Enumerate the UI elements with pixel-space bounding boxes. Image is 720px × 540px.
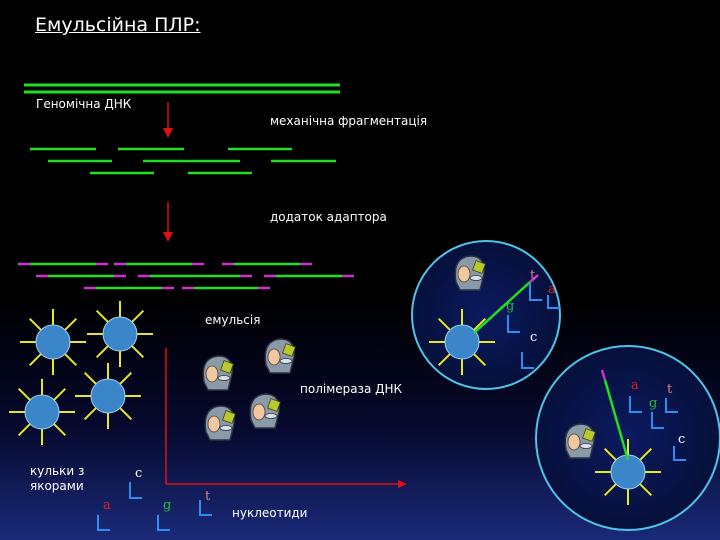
bottom-nucleotide-t: t xyxy=(667,382,673,397)
anchor-beads xyxy=(9,301,661,505)
emulsion-label: емульсія xyxy=(205,313,261,327)
bead-bound-dna-bottom xyxy=(600,369,630,461)
genomic-dna xyxy=(24,83,340,94)
top-nucleotide-c: c xyxy=(530,330,538,345)
polymerase-icon xyxy=(204,405,236,441)
legend-nucleotide-g: g xyxy=(163,498,172,513)
bottom-nucleotide-a: a xyxy=(631,378,639,393)
nucleotide-stems xyxy=(97,283,686,531)
polymerase-icon xyxy=(264,338,296,374)
anchor-bead xyxy=(87,301,153,367)
legend-nucleotide-t: t xyxy=(205,489,211,504)
emulsion-droplet-bottom xyxy=(535,345,720,531)
adapter-label: додаток адаптора xyxy=(270,210,387,224)
polymerase-label: полімераза ДНК xyxy=(300,382,403,396)
nucleotide-axes xyxy=(165,348,407,488)
polymerase-icon xyxy=(564,423,596,459)
polymerase-icon xyxy=(202,355,234,391)
polymerase-icon xyxy=(454,255,486,291)
adapter-fragments xyxy=(18,262,354,290)
legend-nucleotide-c: c xyxy=(135,466,143,481)
fragmentation-arrow xyxy=(163,102,173,138)
anchor-bead xyxy=(75,363,141,429)
beads-label: кульки з якорами xyxy=(30,464,85,493)
bead-bound-dna-top xyxy=(473,274,539,334)
bottom-nucleotide-g: g xyxy=(649,396,658,411)
title: Емульсійна ПЛР: xyxy=(35,14,201,36)
genomic-dna-label: Геномічна ДНК xyxy=(36,97,132,111)
top-nucleotide-g: g xyxy=(506,299,515,314)
nucleotides-label: нуклеотиди xyxy=(232,506,308,520)
adapter-arrow xyxy=(163,202,173,242)
polymerase-icon xyxy=(249,393,281,429)
dna-polymerases xyxy=(202,255,596,459)
top-nucleotide-t: t xyxy=(530,268,536,283)
anchor-bead xyxy=(20,309,86,375)
emulsion-droplet-top xyxy=(411,240,561,390)
anchor-bead xyxy=(429,309,495,375)
bottom-nucleotide-c: c xyxy=(678,432,686,447)
fragmentation-label: механічна фрагментація xyxy=(270,114,428,128)
legend-nucleotide-a: a xyxy=(103,498,111,513)
anchor-bead xyxy=(9,379,75,445)
dna-fragments xyxy=(30,147,336,175)
anchor-bead xyxy=(595,439,661,505)
top-nucleotide-a: a xyxy=(548,282,556,297)
